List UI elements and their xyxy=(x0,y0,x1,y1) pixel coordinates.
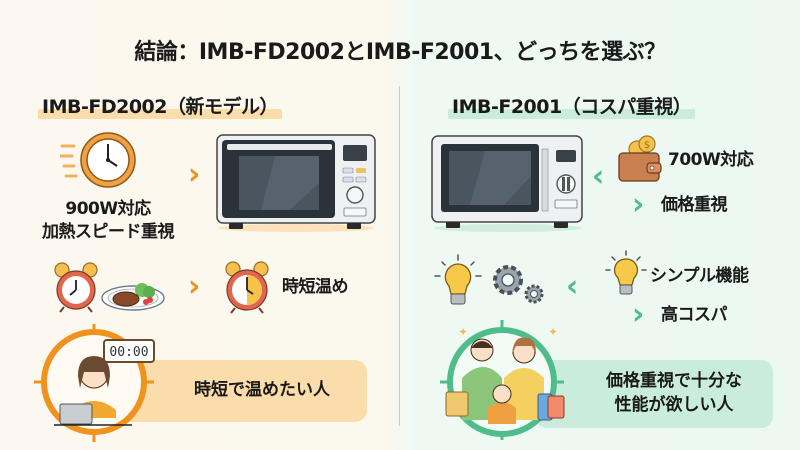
right-heading: IMB-F2001（コスパ重視） xyxy=(448,92,696,119)
chevron-right-icon: › xyxy=(632,297,645,332)
target-user-pill: 時短で温めたい人 xyxy=(115,360,367,422)
feature-price-label: 価格重視 xyxy=(661,195,728,215)
svg-text:$: $ xyxy=(644,140,650,151)
chevron-right-icon: › xyxy=(188,157,201,192)
gears-icon xyxy=(493,265,544,304)
wallet-coins-icon: $ xyxy=(618,135,662,182)
lightbulb-icon xyxy=(605,250,647,295)
page-title: 結論：IMB-FD2002とIMB-F2001、どっちを選ぶ？ xyxy=(134,40,666,65)
chevron-right-icon: › xyxy=(632,187,645,222)
target-line: 性能が欲しい人 xyxy=(614,395,734,415)
target-user-text: 時短で温めたい人 xyxy=(194,380,330,401)
microwave-cospa-icon xyxy=(431,135,583,232)
steak-plate-icon xyxy=(101,283,165,311)
target-woman-icon: 00:00 xyxy=(34,324,155,442)
timer-display: 00:00 xyxy=(109,345,148,360)
lightbulb-icon xyxy=(434,254,482,305)
chevron-right-icon: › xyxy=(188,269,201,304)
left-heading: IMB-FD2002（新モデル） xyxy=(38,92,282,119)
svg-text:✦: ✦ xyxy=(458,325,468,339)
feature-speed-label: 900W対応 加熱スピード重視 xyxy=(28,198,188,244)
microwave-new-icon xyxy=(216,134,376,232)
svg-text:✦: ✦ xyxy=(548,325,558,339)
feature-line: 900W対応 xyxy=(65,199,151,219)
target-family-icon: ✦✦ xyxy=(440,320,565,440)
left-heading-text: IMB-FD2002（新モデル） xyxy=(42,96,278,118)
target-user-pill: 価格重視で十分な 性能が欲しい人 xyxy=(535,360,773,428)
heading-highlight xyxy=(448,109,696,119)
speed-clock-icon xyxy=(60,132,136,188)
target-user-text: 価格重視で十分な 性能が欲しい人 xyxy=(606,370,742,418)
heading-highlight xyxy=(38,109,282,119)
feature-700w-label: 700W対応 xyxy=(668,150,754,170)
chevron-left-icon: ‹ xyxy=(566,269,579,304)
center-divider xyxy=(399,86,400,426)
chevron-left-icon: ‹ xyxy=(592,159,605,194)
feature-cospa-label: 高コスパ xyxy=(661,305,728,325)
feature-line: 加熱スピード重視 xyxy=(42,221,175,242)
feature-shortcut-label: 時短温め xyxy=(282,277,349,297)
right-heading-text: IMB-F2001（コスパ重視） xyxy=(452,96,692,118)
target-line: 価格重視で十分な xyxy=(606,371,742,392)
alarm-clock-icon xyxy=(54,262,98,313)
half-alarm-clock-icon xyxy=(225,261,269,314)
feature-simple-label: シンプル機能 xyxy=(650,266,749,286)
